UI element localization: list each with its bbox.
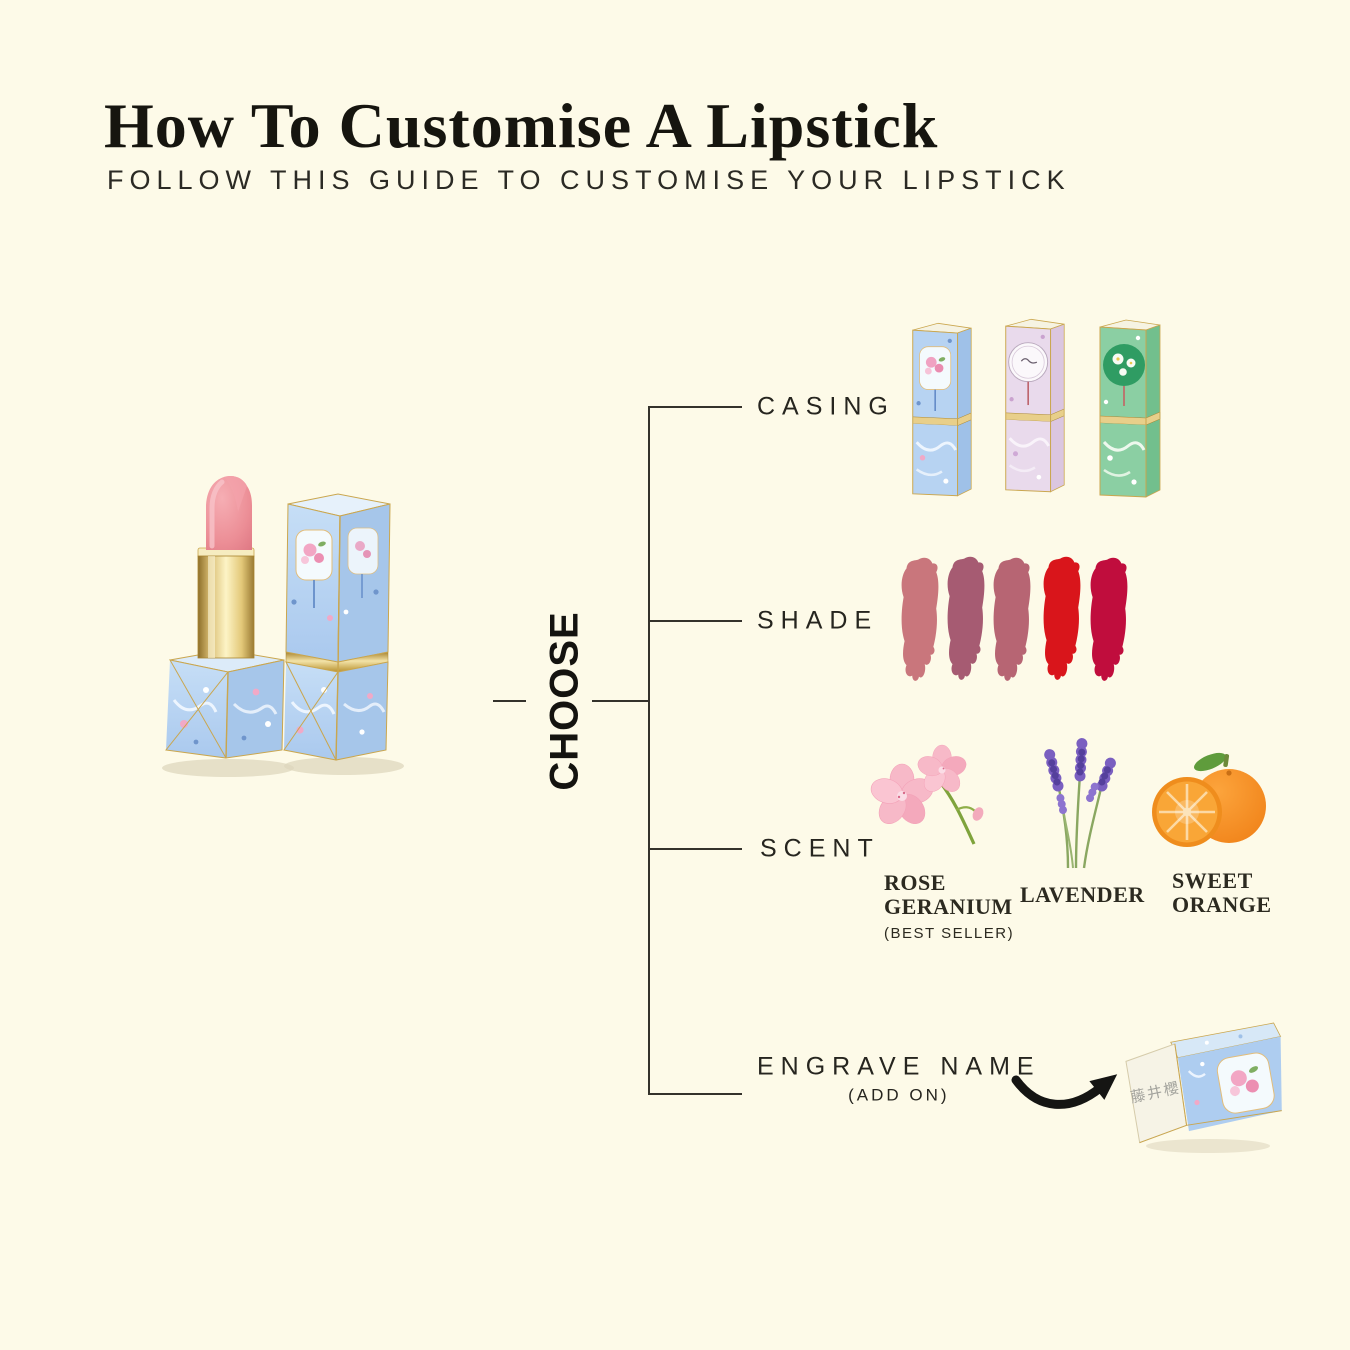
shade-swatch-2: [947, 556, 985, 680]
hero-case-fan-emblem: [295, 529, 333, 608]
scent-option-rose-geranium: ROSE GERANIUM (BEST SELLER): [884, 870, 1015, 943]
casing-option-green-floral: [1099, 319, 1161, 498]
fan-emblem: [919, 346, 952, 411]
hero-shadow-left: [162, 759, 294, 777]
shade-swatch-1: [901, 557, 939, 681]
hero-case-fan-emblem-side: [347, 527, 379, 598]
lavender-image: [1043, 736, 1119, 869]
shade-swatch-4: [1043, 556, 1081, 680]
engrave-addon-note: (ADD ON): [848, 1085, 950, 1105]
hero-shadow-right: [284, 757, 404, 775]
scent-label-line1: LAVENDER: [1020, 882, 1145, 907]
fan-emblem: [1008, 342, 1049, 406]
fan-emblem: [1103, 344, 1145, 406]
engrave-name-label: ENGRAVE NAME: [757, 1052, 1041, 1081]
shade-swatch-3: [993, 557, 1031, 681]
shade-swatch-5: [1090, 557, 1128, 681]
engrave-arrow-icon: [1011, 1074, 1118, 1109]
hero-lipstick-bullet: [206, 476, 252, 550]
scent-label-line1: ROSE: [884, 870, 946, 895]
sweet-orange-image: [1152, 752, 1266, 847]
scent-option-lavender: LAVENDER: [1020, 882, 1145, 907]
page-title: How To Customise A Lipstick: [104, 90, 939, 161]
branch-label-scent: SCENT: [760, 834, 880, 863]
branch-label-shade: SHADE: [757, 606, 879, 635]
geranium-blossom-large: [870, 763, 934, 824]
page-subtitle: FOLLOW THIS GUIDE TO CUSTOMISE YOUR LIPS…: [107, 165, 1071, 195]
hero-lipstick-image: [162, 476, 404, 777]
casing-option-lilac-floral: [1005, 318, 1065, 493]
scent-option-sweet-orange: SWEET ORANGE: [1172, 868, 1272, 918]
casing-option-blue-floral: [912, 322, 972, 497]
hero-closed-case: [283, 493, 391, 761]
branch-label-casing: CASING: [757, 392, 895, 421]
hero-lipstick-tube: [197, 547, 255, 659]
tree-trunk-and-branches: [493, 406, 742, 1095]
orange-half: [1152, 777, 1222, 847]
scent-label-line2: ORANGE: [1172, 892, 1272, 918]
scent-bestseller-note: (BEST SELLER): [884, 925, 1015, 943]
scent-label-line1: SWEET: [1172, 868, 1253, 893]
geranium-blossom-small: [917, 744, 967, 792]
engraved-case-fan-emblem: [1216, 1052, 1275, 1114]
hero-lipstick-base: [165, 649, 285, 759]
branch-label-engrave: ENGRAVE NAME (ADD ON): [757, 1053, 1041, 1106]
engraved-case-image: 藤井櫻: [1125, 1022, 1282, 1153]
choose-label: CHOOSE: [542, 611, 587, 791]
rose-geranium-image: [870, 744, 984, 845]
scent-label-line2: GERANIUM: [884, 894, 1013, 920]
